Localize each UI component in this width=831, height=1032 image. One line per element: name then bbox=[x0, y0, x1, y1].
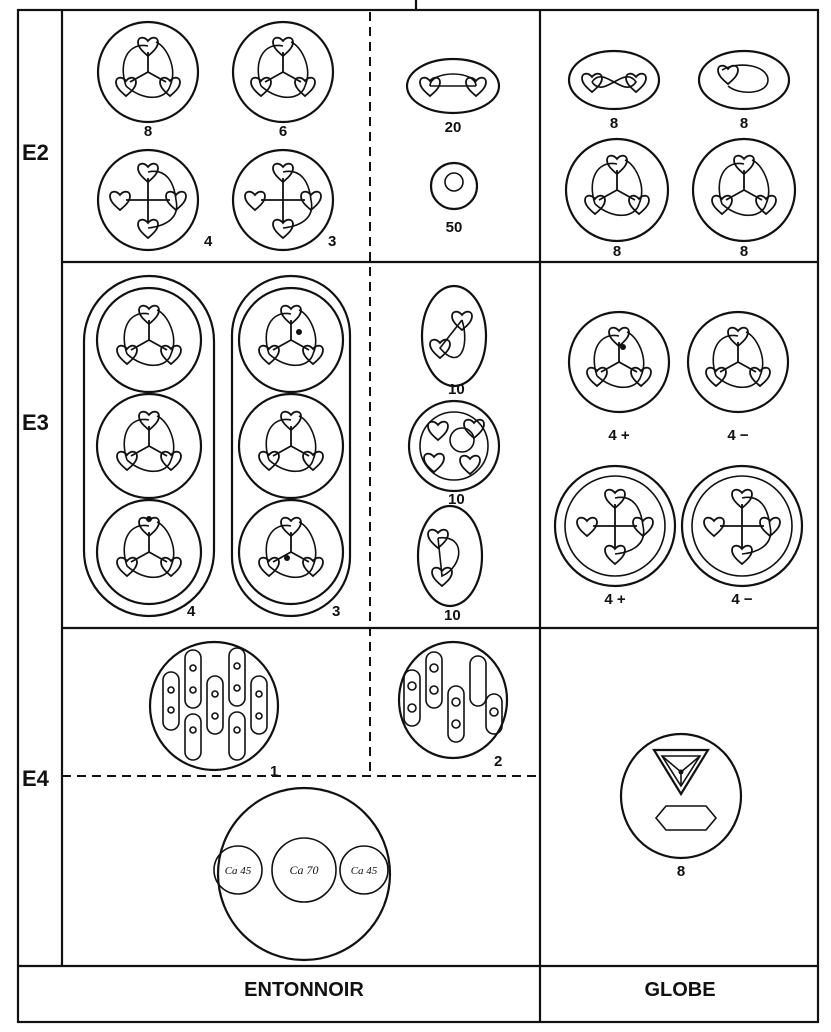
count-e2-e: 20 bbox=[445, 119, 462, 136]
row-label-e3: E3 bbox=[22, 410, 49, 435]
e2-globe-cell-j bbox=[691, 137, 797, 243]
count-e3-g: 4 − bbox=[727, 427, 749, 444]
e3-entonnoir-cell-d bbox=[407, 399, 501, 493]
count-e2-g: 8 bbox=[610, 115, 618, 132]
count-e3-e: 10 bbox=[444, 607, 461, 624]
e2-entonnoir-cell-c bbox=[96, 148, 200, 252]
count-e4-b: 2 bbox=[494, 753, 502, 770]
e2-entonnoir-cell-f bbox=[429, 161, 479, 211]
e2-entonnoir-cell-e bbox=[405, 57, 501, 115]
e3-entonnoir-cell-e bbox=[416, 504, 484, 608]
grid-frame bbox=[16, 0, 820, 1024]
count-e3-b: 3 bbox=[332, 603, 340, 620]
e2-entonnoir-cell-b bbox=[231, 20, 335, 124]
e2-entonnoir-cell-a bbox=[96, 20, 200, 124]
row-label-e2: E2 bbox=[22, 140, 49, 165]
count-e2-b: 6 bbox=[279, 123, 287, 140]
count-e2-c: 4 bbox=[204, 233, 213, 250]
calcium-label-left: Ca 45 bbox=[225, 865, 252, 877]
count-e3-h: 4 + bbox=[604, 591, 626, 608]
count-e2-h: 8 bbox=[740, 115, 748, 132]
count-e4-a: 1 bbox=[270, 763, 278, 780]
e3-entonnoir-cell-c bbox=[420, 284, 488, 388]
count-e3-c: 10 bbox=[448, 381, 465, 398]
row-label-e4: E4 bbox=[22, 766, 50, 791]
e2-globe-cell-g bbox=[567, 49, 661, 111]
e3-globe-cell-f bbox=[567, 310, 671, 414]
e2-entonnoir-cell-d bbox=[231, 148, 335, 252]
count-e2-a: 8 bbox=[144, 123, 152, 140]
e3-globe-cell-h bbox=[553, 464, 677, 588]
column-label-globe: GLOBE bbox=[644, 979, 715, 1001]
count-e3-f: 4 + bbox=[608, 427, 630, 444]
e4-entonnoir-cell-a bbox=[148, 640, 280, 772]
e3-entonnoir-capsule-a bbox=[82, 274, 216, 618]
count-e2-i: 8 bbox=[613, 243, 621, 260]
e4-entonnoir-cell-calcium bbox=[213, 786, 392, 962]
e3-globe-cell-g bbox=[686, 310, 790, 414]
count-e2-d: 3 bbox=[328, 233, 336, 250]
calcium-label-right: Ca 45 bbox=[351, 865, 378, 877]
e2-globe-cell-i bbox=[564, 137, 670, 243]
calcium-label-center: Ca 70 bbox=[289, 863, 318, 877]
e3-entonnoir-capsule-b bbox=[230, 274, 352, 618]
column-label-entonnoir: ENTONNOIR bbox=[244, 979, 364, 1001]
count-e3-d: 10 bbox=[448, 491, 465, 508]
count-e2-f: 50 bbox=[446, 219, 463, 236]
count-e4-c: 8 bbox=[677, 863, 685, 880]
e4-entonnoir-cell-b bbox=[397, 640, 509, 760]
e3-globe-cell-i bbox=[680, 464, 804, 588]
count-e3-i: 4 − bbox=[731, 591, 753, 608]
e2-globe-cell-h bbox=[697, 49, 791, 111]
count-e2-j: 8 bbox=[740, 243, 748, 260]
e4-globe-cell-c bbox=[619, 732, 743, 860]
count-e3-a: 4 bbox=[187, 603, 196, 620]
